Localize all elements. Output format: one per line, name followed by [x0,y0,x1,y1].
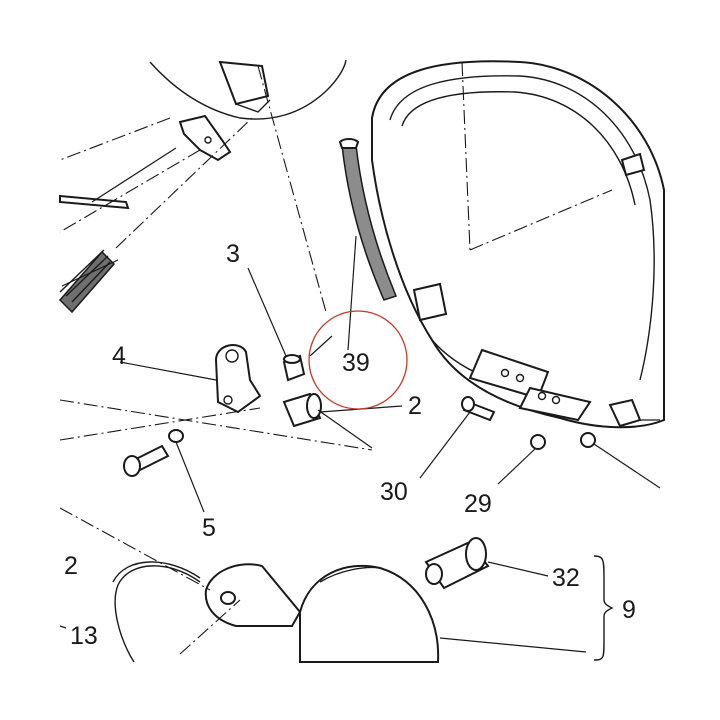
screw-30 [461,396,496,422]
callout-2-lower: 2 [64,552,78,580]
headlamp-ring [371,60,665,429]
coil-spring [58,249,116,314]
callout-5: 5 [202,514,216,542]
wire-bar [59,194,130,210]
callout-9: 9 [622,596,636,624]
spring-clip [178,114,232,162]
screw-left [123,429,184,477]
headlamp-body [204,563,440,663]
upper-housing [149,59,347,120]
centerlines [59,61,613,655]
nut-right [580,432,596,448]
group-bracket [593,555,614,661]
callout-2: 2 [408,392,422,420]
bulb [424,537,490,590]
nut-29 [530,434,546,450]
gasket-strip [341,144,398,301]
callout-30: 30 [380,478,408,506]
callout-3: 3 [226,240,240,268]
highlight-circle [308,310,408,410]
callout-4: 4 [112,342,126,370]
callout-32: 32 [552,564,580,592]
callout-29: 29 [464,490,492,518]
bushing-large [282,392,322,428]
callout-13: 13 [70,622,98,650]
cable [114,565,201,663]
bushing-small [282,354,306,382]
callout-39: 39 [342,349,370,377]
bracket [214,344,262,414]
